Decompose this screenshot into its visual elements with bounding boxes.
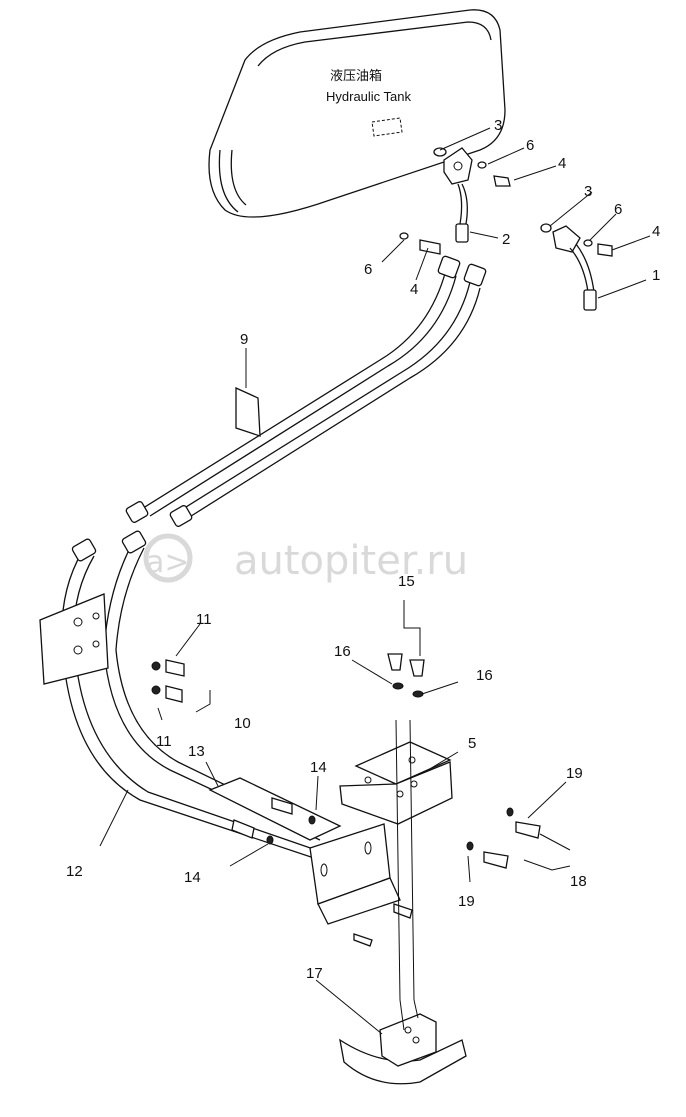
callout-3-top: 3 <box>494 117 502 134</box>
foot-plate <box>339 999 467 1085</box>
callout-11-bottom: 11 <box>156 733 172 750</box>
callout-5: 5 <box>468 735 476 752</box>
callout-6-top: 6 <box>526 137 534 154</box>
callout-6-left: 6 <box>364 261 372 278</box>
callout-13: 13 <box>188 743 205 760</box>
callout-9: 9 <box>240 331 248 348</box>
mount-bolts <box>387 653 541 869</box>
callout-10: 10 <box>234 715 251 732</box>
watermark-logo: a> <box>146 545 190 580</box>
hydraulic-tank <box>208 9 506 218</box>
clamp-bolts <box>151 659 185 703</box>
mount-bracket <box>339 719 453 1001</box>
callout-6-right: 6 <box>614 201 622 218</box>
tank-label-en: Hydraulic Tank <box>326 89 412 104</box>
callout-18: 18 <box>570 873 587 890</box>
callout-15: 15 <box>398 573 415 590</box>
hose-clamp-plate <box>39 593 109 685</box>
callout-19-right: 19 <box>566 765 583 782</box>
tank-fittings <box>399 147 613 311</box>
callout-1: 1 <box>652 267 660 284</box>
callout-3-right: 3 <box>584 183 592 200</box>
callout-2: 2 <box>502 231 510 248</box>
callout-4-top: 4 <box>558 155 566 172</box>
callout-12: 12 <box>66 863 83 880</box>
leader-lines <box>99 127 651 1035</box>
callout-14-top: 14 <box>310 759 327 776</box>
lower-hoses <box>61 530 323 861</box>
upper-hoses <box>125 255 487 527</box>
frame-bracket <box>208 777 413 947</box>
callout-4-left: 4 <box>410 281 418 298</box>
callout-16-right: 16 <box>476 667 493 684</box>
callout-17: 17 <box>306 965 323 982</box>
callout-16-left: 16 <box>334 643 351 660</box>
watermark-text: autopiter.ru <box>234 538 468 584</box>
callout-11-top: 11 <box>196 611 212 628</box>
watermark: a> autopiter.ru <box>143 533 468 584</box>
callout-19-bottom: 19 <box>458 893 475 910</box>
callout-4-right: 4 <box>652 223 660 240</box>
callout-14-bottom: 14 <box>184 869 201 886</box>
tank-label-cn: 液压油箱 <box>330 68 382 83</box>
